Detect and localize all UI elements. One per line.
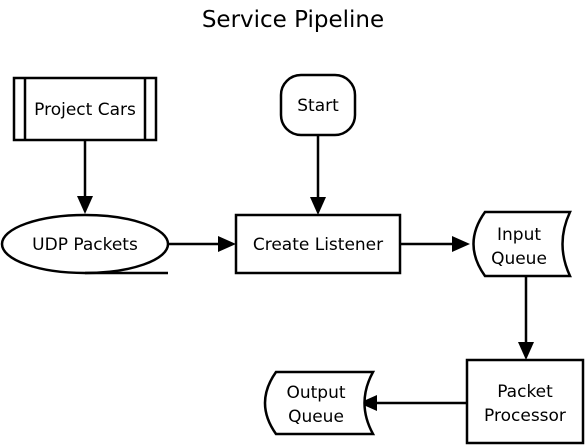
node-packet-processor-label-line1: Packet <box>497 382 553 402</box>
diagram-title: Service Pipeline <box>202 7 384 33</box>
edge-udp-packets-to-create-listener <box>168 236 236 252</box>
arrowhead <box>359 395 377 411</box>
node-start-label: Start <box>297 96 339 116</box>
edge-create-listener-to-input-queue <box>400 236 470 252</box>
node-create-listener: Create Listener <box>234 213 402 275</box>
node-udp-packets: UDP Packets <box>0 213 170 275</box>
node-input-queue-label-line1: Input <box>497 225 541 245</box>
node-packet-processor: Packet Processor <box>465 358 585 445</box>
node-output-queue-label-line1: Output <box>286 383 345 403</box>
node-packet-processor-label-line2: Processor <box>484 406 566 426</box>
node-input-queue-label-line2: Queue <box>491 249 547 269</box>
arrowhead <box>310 197 326 215</box>
arrowhead <box>518 342 534 360</box>
arrowhead <box>452 236 470 252</box>
node-project-cars: Project Cars <box>12 76 158 142</box>
edge-start-to-create-listener <box>310 135 326 215</box>
edge-project-cars-to-udp-packets <box>77 140 93 214</box>
node-create-listener-label: Create Listener <box>253 235 383 255</box>
node-project-cars-label: Project Cars <box>34 100 136 120</box>
node-udp-packets-label: UDP Packets <box>32 235 138 255</box>
edge-packet-processor-to-output-queue <box>359 395 467 411</box>
node-output-queue: Output Queue <box>263 370 376 436</box>
edge-input-queue-to-packet-processor <box>518 277 534 360</box>
node-start: Start <box>279 73 357 137</box>
arrowhead <box>77 196 93 214</box>
arrowhead <box>218 236 236 252</box>
node-input-queue: Input Queue <box>472 210 572 278</box>
node-output-queue-label-line2: Queue <box>288 407 344 427</box>
